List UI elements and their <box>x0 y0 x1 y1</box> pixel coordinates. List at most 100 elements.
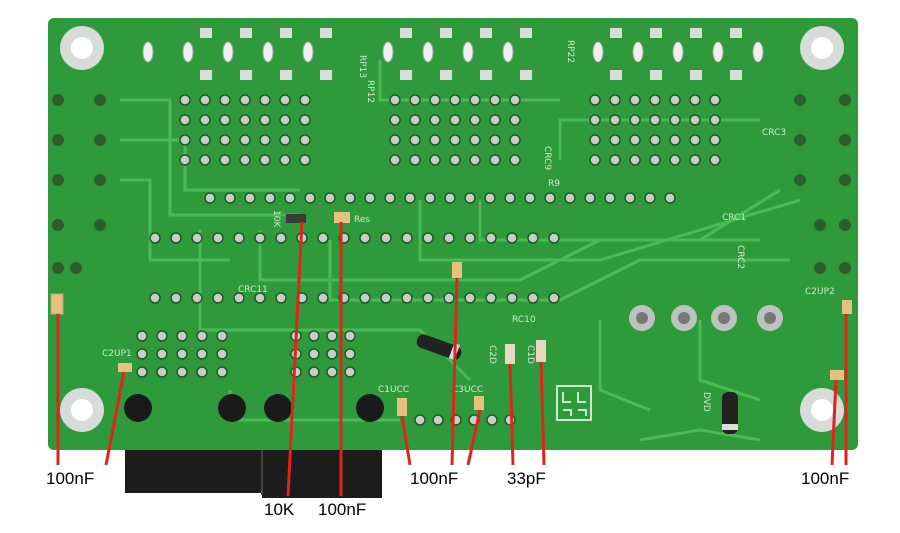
through-hole-pad <box>344 330 356 342</box>
through-hole-pad <box>409 134 421 146</box>
through-hole-pad <box>136 348 148 360</box>
through-hole-pad <box>279 134 291 146</box>
through-hole-pad <box>380 232 392 244</box>
through-hole-pad <box>422 292 434 304</box>
through-hole-pad <box>548 232 560 244</box>
through-hole-pad <box>689 94 701 106</box>
through-hole-pad <box>212 232 224 244</box>
mounting-holes <box>60 26 844 432</box>
through-hole-pad <box>254 232 266 244</box>
silk-r9: R9 <box>548 179 560 189</box>
through-hole-pad <box>204 192 216 204</box>
through-hole-pad <box>401 232 413 244</box>
through-hole-pad <box>709 94 721 106</box>
through-hole-pad <box>199 154 211 166</box>
through-hole-pad <box>644 192 656 204</box>
through-hole-pad <box>564 192 576 204</box>
through-hole-pad <box>469 94 481 106</box>
large-pads <box>124 305 783 422</box>
silk-crc9: CRC9 <box>542 146 552 170</box>
through-hole-pad <box>589 134 601 146</box>
through-hole-pad <box>689 114 701 126</box>
through-hole-pad <box>389 94 401 106</box>
through-hole-pad <box>279 154 291 166</box>
through-hole-pad <box>404 192 416 204</box>
callout-label-10k: 10K <box>264 500 295 519</box>
through-hole-pad <box>709 154 721 166</box>
through-hole-pad <box>179 134 191 146</box>
through-hole-pad <box>389 114 401 126</box>
through-hole-pad <box>224 192 236 204</box>
through-hole-pad <box>689 134 701 146</box>
silk-rp22: RP22 <box>565 40 575 63</box>
through-hole-pad <box>449 94 461 106</box>
through-hole-pad <box>509 134 521 146</box>
through-hole-pad <box>429 134 441 146</box>
edge-pins <box>52 94 851 274</box>
through-hole-pad <box>196 330 208 342</box>
through-hole-pad <box>464 232 476 244</box>
through-hole-pad <box>344 192 356 204</box>
through-hole-pad <box>649 154 661 166</box>
through-hole-pad <box>669 94 681 106</box>
through-hole-pad <box>489 94 501 106</box>
through-hole-pad <box>239 134 251 146</box>
through-hole-pad <box>609 94 621 106</box>
through-hole-pad <box>176 348 188 360</box>
through-hole-pad <box>239 154 251 166</box>
silk-crc11: CRC11 <box>238 285 268 295</box>
through-hole-pad <box>308 330 320 342</box>
through-hole-pad <box>664 192 676 204</box>
through-hole-pad <box>409 154 421 166</box>
smd-pads-top <box>200 28 742 80</box>
silk-rc10: RC10 <box>512 315 536 325</box>
through-hole-pad <box>284 192 296 204</box>
through-hole-pad <box>326 330 338 342</box>
silk-rp13: RP13 <box>357 55 367 78</box>
through-hole-pad <box>506 292 518 304</box>
oval-pads-top <box>142 41 764 63</box>
through-hole-pad <box>509 94 521 106</box>
through-hole-pad <box>449 134 461 146</box>
through-hole-pad <box>443 292 455 304</box>
through-hole-pad <box>422 232 434 244</box>
through-hole-pad <box>219 114 231 126</box>
through-hole-pad <box>629 94 641 106</box>
through-hole-pad <box>629 154 641 166</box>
through-hole-pad <box>216 366 228 378</box>
silk-c2d: C2D <box>487 345 497 364</box>
through-hole-pad <box>244 192 256 204</box>
silk-rp12: RP12 <box>365 80 375 103</box>
callout-label-c2up2: 100nF <box>801 469 850 488</box>
through-hole-pad <box>259 114 271 126</box>
through-hole-pad <box>317 292 329 304</box>
diode-dvd <box>722 392 738 434</box>
through-hole-pad <box>443 232 455 244</box>
through-hole-pad <box>464 292 476 304</box>
through-hole-pad <box>216 348 228 360</box>
through-hole-pad <box>485 232 497 244</box>
through-hole-pad <box>259 134 271 146</box>
through-hole-pad <box>424 192 436 204</box>
through-hole-pad <box>629 114 641 126</box>
through-hole-pad <box>629 134 641 146</box>
through-hole-pad <box>239 94 251 106</box>
through-hole-pad <box>176 366 188 378</box>
through-hole-pad <box>299 114 311 126</box>
through-hole-pad <box>489 134 501 146</box>
through-hole-pad <box>589 154 601 166</box>
through-hole-pad <box>324 192 336 204</box>
through-hole-pad <box>219 94 231 106</box>
through-hole-pad <box>464 192 476 204</box>
callout-label-res: 100nF <box>318 500 367 519</box>
through-hole-pad <box>219 134 231 146</box>
through-hole-pad <box>196 348 208 360</box>
through-hole-pad <box>429 114 441 126</box>
through-hole-pad <box>380 292 392 304</box>
through-hole-pad <box>444 192 456 204</box>
silk-crc2: CRC2 <box>735 245 745 269</box>
through-hole-pad <box>279 94 291 106</box>
through-hole-pad <box>326 366 338 378</box>
through-hole-pad <box>364 192 376 204</box>
through-hole-pad <box>469 134 481 146</box>
